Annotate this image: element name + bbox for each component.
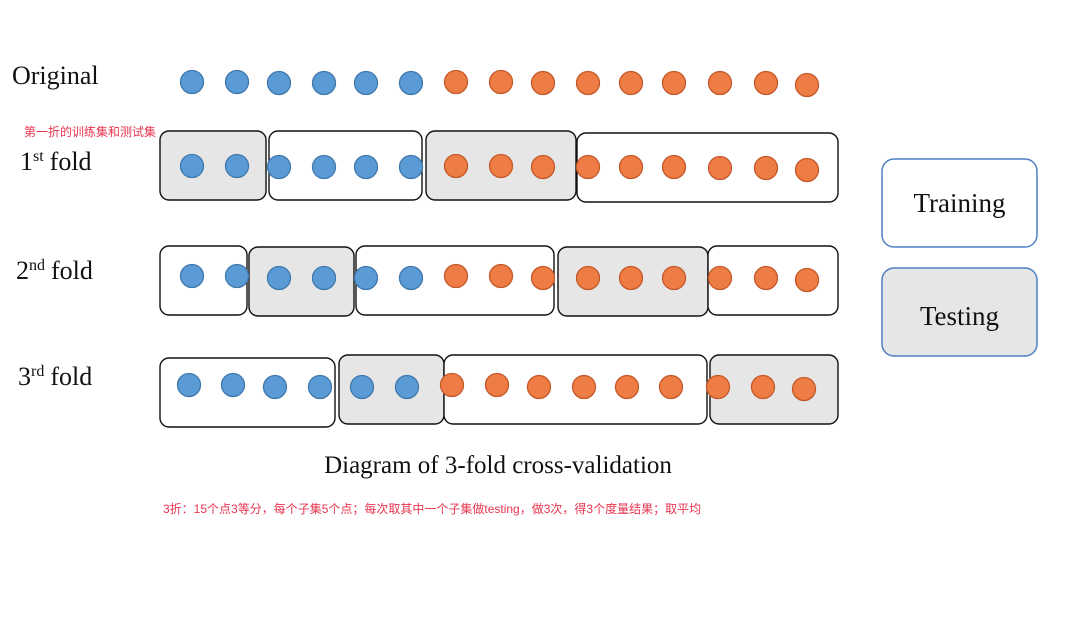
original-point <box>794 72 820 98</box>
fold-3-training-segment <box>159 357 336 428</box>
fold-3-point <box>571 374 597 400</box>
fold-1-point <box>661 154 687 180</box>
fold-3-point <box>750 374 776 400</box>
fold-1-segments <box>159 130 839 203</box>
fold-2-suffix: nd <box>29 257 45 274</box>
original-point <box>179 69 205 95</box>
original-points <box>179 69 820 98</box>
legend-testing-box <box>881 267 1038 357</box>
fold-2-point <box>618 265 644 291</box>
fold-3-point <box>791 376 817 402</box>
fold-2-point <box>224 263 250 289</box>
fold-1-point <box>618 154 644 180</box>
fold-2-point <box>179 263 205 289</box>
fold-3-point <box>705 374 731 400</box>
original-point <box>398 70 424 96</box>
original-point <box>618 70 644 96</box>
fold-2-number: 2 <box>16 256 29 285</box>
legend-training-box <box>881 158 1038 248</box>
fold-2-word: fold <box>51 256 93 285</box>
fold-3-point <box>526 374 552 400</box>
fold-3-point <box>307 374 333 400</box>
original-point <box>575 70 601 96</box>
fold-3-point <box>484 372 510 398</box>
fold-3-point <box>262 374 288 400</box>
original-point <box>311 70 337 96</box>
fold-1-point <box>224 153 250 179</box>
fold-3-point <box>220 372 246 398</box>
legend: Training Testing <box>881 158 1038 357</box>
fold-2-point <box>311 265 337 291</box>
fold-3-point <box>394 374 420 400</box>
original-point <box>353 70 379 96</box>
fold-3-point <box>176 372 202 398</box>
fold-2-point <box>707 265 733 291</box>
original-point <box>707 70 733 96</box>
fold-1-testing-segment <box>159 130 267 201</box>
original-point <box>266 70 292 96</box>
fold-3-point <box>349 374 375 400</box>
fold-1-point <box>575 154 601 180</box>
fold-1-point <box>311 154 337 180</box>
bottom-note: 3折：15个点3等分，每个子集5个点；每次取其中一个子集做testing，做3次… <box>163 501 701 516</box>
original-point <box>753 70 779 96</box>
fold-1-point <box>398 154 424 180</box>
original-label: Original <box>12 61 99 90</box>
fold-3-suffix: rd <box>31 363 44 380</box>
fold-1-point <box>794 157 820 183</box>
fold-2-point <box>488 263 514 289</box>
fold-2-testing-segment <box>248 246 355 317</box>
fold-2-point <box>530 265 556 291</box>
legend-testing-label: Testing <box>920 301 999 331</box>
fold-1-point <box>443 153 469 179</box>
fold-2-point <box>266 265 292 291</box>
fold-2-point <box>353 265 379 291</box>
diagram-caption: Diagram of 3-fold cross-validation <box>324 452 672 479</box>
fold-2-point <box>661 265 687 291</box>
fold-2-point <box>398 265 424 291</box>
fold-3-point <box>614 374 640 400</box>
fold-2-point <box>575 265 601 291</box>
fold-annotation-note: 第一折的训练集和测试集 <box>24 124 156 139</box>
fold-2-segments <box>159 245 839 317</box>
fold-2-point <box>443 263 469 289</box>
fold-1-suffix: st <box>33 148 44 165</box>
fold-1-point <box>266 154 292 180</box>
fold-3-number: 3 <box>18 362 31 391</box>
fold-1-word: fold <box>50 147 92 176</box>
fold-3-segments <box>159 354 839 428</box>
fold-1-point <box>753 155 779 181</box>
fold-3-point <box>658 374 684 400</box>
original-point <box>530 70 556 96</box>
original-point <box>488 69 514 95</box>
fold-3-word: fold <box>50 362 92 391</box>
fold-1-point <box>179 153 205 179</box>
original-point <box>661 70 687 96</box>
fold-1-point <box>353 154 379 180</box>
fold-1-point <box>707 155 733 181</box>
fold-1-point <box>488 153 514 179</box>
fold-1-point <box>530 154 556 180</box>
fold-1-number: 1 <box>20 147 33 176</box>
fold-2-point <box>753 265 779 291</box>
fold-3-point <box>439 372 465 398</box>
original-point <box>443 69 469 95</box>
original-point <box>224 69 250 95</box>
fold-2-point <box>794 267 820 293</box>
legend-training-label: Training <box>913 188 1005 218</box>
